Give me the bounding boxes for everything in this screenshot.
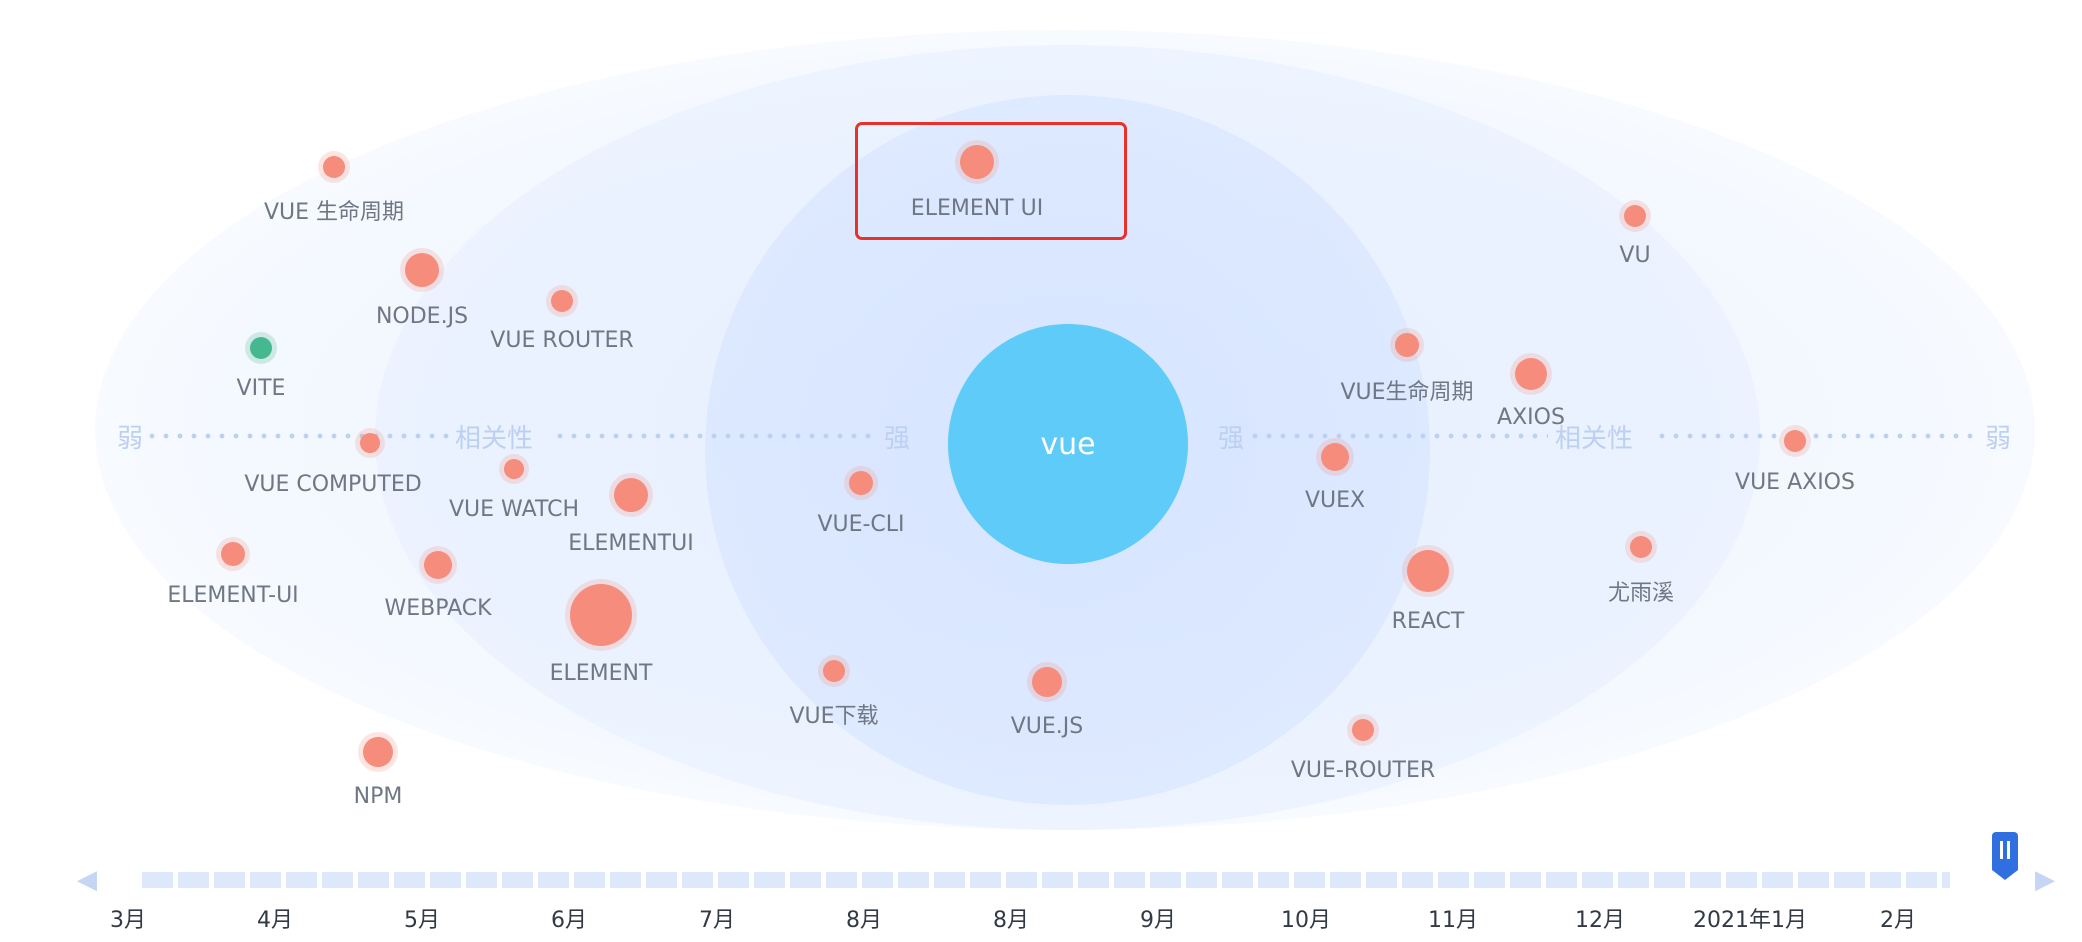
timeline-month-label: 10月 <box>1281 908 1331 933</box>
keyword-label[interactable]: WEBPACK <box>384 596 492 621</box>
keyword-label[interactable]: ELEMENT <box>549 661 653 686</box>
timeline-month-label: 3月 <box>110 908 146 933</box>
keyword-label[interactable]: AXIOS <box>1497 405 1565 430</box>
keyword-label[interactable]: VUE COMPUTED <box>244 472 422 497</box>
keyword-label[interactable]: VITE <box>236 376 286 401</box>
center-keyword-node[interactable]: vue <box>948 324 1188 564</box>
keyword-node[interactable] <box>1032 667 1062 697</box>
keyword-label[interactable]: VUE-CLI <box>817 512 905 537</box>
axis-strong-label-right: 强 <box>1218 424 1245 454</box>
center-keyword-label: vue <box>1040 426 1096 462</box>
highlight-annotation-box <box>855 122 1127 240</box>
keyword-label[interactable]: VUE生命周期 <box>1340 380 1474 405</box>
keyword-label[interactable]: 尤雨溪 <box>1607 581 1675 606</box>
timeline-track[interactable] <box>142 872 1950 888</box>
axis-weak-label-left: 弱 <box>117 424 144 454</box>
keyword-node[interactable] <box>570 584 632 646</box>
keyword-node[interactable] <box>1784 430 1806 452</box>
timeline-month-label: 8月 <box>846 908 882 933</box>
keyword-node[interactable] <box>1515 358 1547 390</box>
timeline-slider[interactable]: ◀ ▶ 3月 4月 5月 6月 7月 8月 8月 9月 10月 11月 12月 … <box>60 832 2055 933</box>
axis-relevance-label-left: 相关性 <box>455 424 534 454</box>
relevance-axis-dots <box>145 433 450 439</box>
timeline-month-label: 2月 <box>1880 908 1916 933</box>
axis-strong-label-left: 强 <box>884 424 911 454</box>
timeline-month-label: 2021年1月 <box>1693 908 1807 933</box>
timeline-month-label: 12月 <box>1575 908 1625 933</box>
keyword-label[interactable]: VUEX <box>1304 488 1366 513</box>
keyword-node[interactable] <box>1630 536 1652 558</box>
relevance-axis-dots <box>1248 433 1548 439</box>
keyword-node[interactable] <box>849 471 873 495</box>
timeline-next-arrow-icon[interactable]: ▶ <box>2035 865 2055 895</box>
keyword-label[interactable]: VUE ROUTER <box>490 328 634 353</box>
keyword-node[interactable] <box>323 156 345 178</box>
keyword-node[interactable] <box>424 551 452 579</box>
timeline-month-label: 4月 <box>257 908 293 933</box>
relevance-axis-dots <box>1655 433 1980 439</box>
keyword-label[interactable]: VU <box>1619 243 1651 268</box>
keyword-label[interactable]: VUE-ROUTER <box>1290 758 1436 783</box>
keyword-node[interactable] <box>1624 205 1646 227</box>
keyword-label[interactable]: ELEMENTUI <box>568 531 694 556</box>
timeline-handle[interactable] <box>1992 832 2018 880</box>
keyword-label[interactable]: ELEMENT-UI <box>167 583 299 608</box>
keyword-node[interactable] <box>360 433 380 453</box>
keyword-label[interactable]: VUE WATCH <box>449 497 579 522</box>
timeline-month-label: 8月 <box>993 908 1029 933</box>
keyword-node[interactable] <box>504 459 524 479</box>
keyword-node[interactable] <box>1395 333 1419 357</box>
keyword-node[interactable] <box>960 145 994 179</box>
keyword-node[interactable] <box>250 337 272 359</box>
axis-weak-label-right: 弱 <box>1985 424 2012 454</box>
keyword-label[interactable]: NPM <box>353 784 403 809</box>
timeline-month-label: 9月 <box>1140 908 1176 933</box>
keyword-node[interactable] <box>823 660 845 682</box>
keyword-label[interactable]: VUE下载 <box>789 704 879 729</box>
timeline-month-label: 7月 <box>699 908 735 933</box>
keyword-node[interactable] <box>1321 443 1349 471</box>
timeline-prev-arrow-icon[interactable]: ◀ <box>77 865 97 895</box>
keyword-label[interactable]: NODE.JS <box>375 304 469 329</box>
timeline-month-label: 11月 <box>1428 908 1478 933</box>
timeline-month-label: 5月 <box>404 908 440 933</box>
keyword-node[interactable] <box>614 478 648 512</box>
keyword-label[interactable]: REACT <box>1391 609 1465 634</box>
keyword-label[interactable]: VUE AXIOS <box>1735 470 1855 495</box>
keyword-node[interactable] <box>551 290 573 312</box>
axis-relevance-label-right: 相关性 <box>1555 424 1634 454</box>
keyword-node[interactable] <box>363 737 393 767</box>
keyword-node[interactable] <box>1352 719 1374 741</box>
keyword-node[interactable] <box>1407 550 1449 592</box>
keyword-node[interactable] <box>221 542 245 566</box>
keyword-label[interactable]: ELEMENT UI <box>910 196 1044 221</box>
timeline-month-label: 6月 <box>551 908 587 933</box>
keyword-node[interactable] <box>405 253 439 287</box>
relevance-axis-dots <box>553 433 878 439</box>
grip-icon <box>2000 841 2010 859</box>
keyword-label[interactable]: VUE.JS <box>1010 714 1084 739</box>
keyword-label[interactable]: VUE 生命周期 <box>263 200 405 225</box>
